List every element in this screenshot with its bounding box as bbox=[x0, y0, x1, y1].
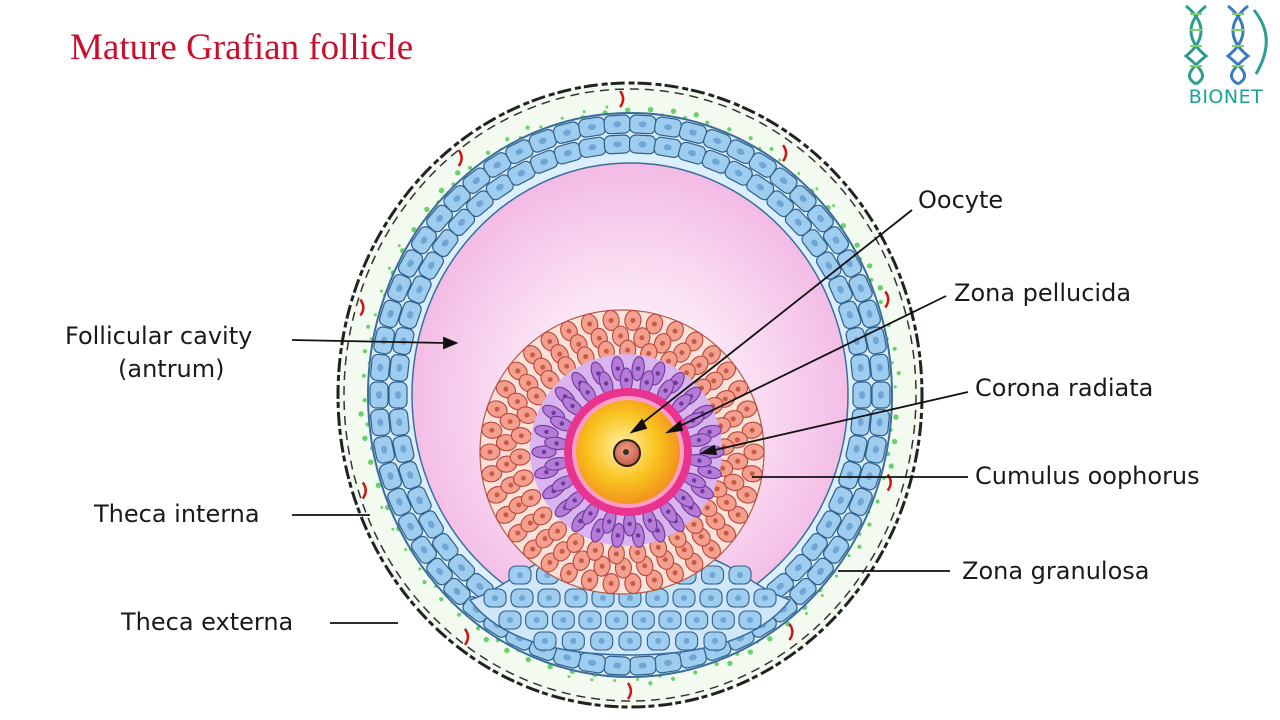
pointer-corona-radiata bbox=[705, 391, 969, 453]
label-zona-granulosa: Zona granulosa bbox=[962, 557, 1150, 585]
label-follicular-cavity: Follicular cavity bbox=[65, 322, 253, 350]
pointer-oocyte bbox=[635, 209, 913, 429]
label-antrum: (antrum) bbox=[118, 355, 225, 383]
bionet-dna-logo bbox=[1183, 4, 1268, 86]
logo-text: BIONET bbox=[1188, 86, 1264, 108]
label-oocyte: Oocyte bbox=[918, 186, 1004, 214]
page-title: Mature Grafian follicle bbox=[70, 27, 414, 68]
pointer-zona-pellucida bbox=[671, 295, 947, 431]
label-cumulus-oophorus: Cumulus oophorus bbox=[975, 462, 1200, 490]
label-theca-externa: Theca externa bbox=[121, 608, 294, 636]
label-theca-interna: Theca interna bbox=[94, 500, 260, 528]
label-zona-pellucida: Zona pellucida bbox=[954, 279, 1132, 307]
label-corona-radiata: Corona radiata bbox=[975, 374, 1154, 402]
pointer-follicular-cavity bbox=[291, 339, 447, 344]
